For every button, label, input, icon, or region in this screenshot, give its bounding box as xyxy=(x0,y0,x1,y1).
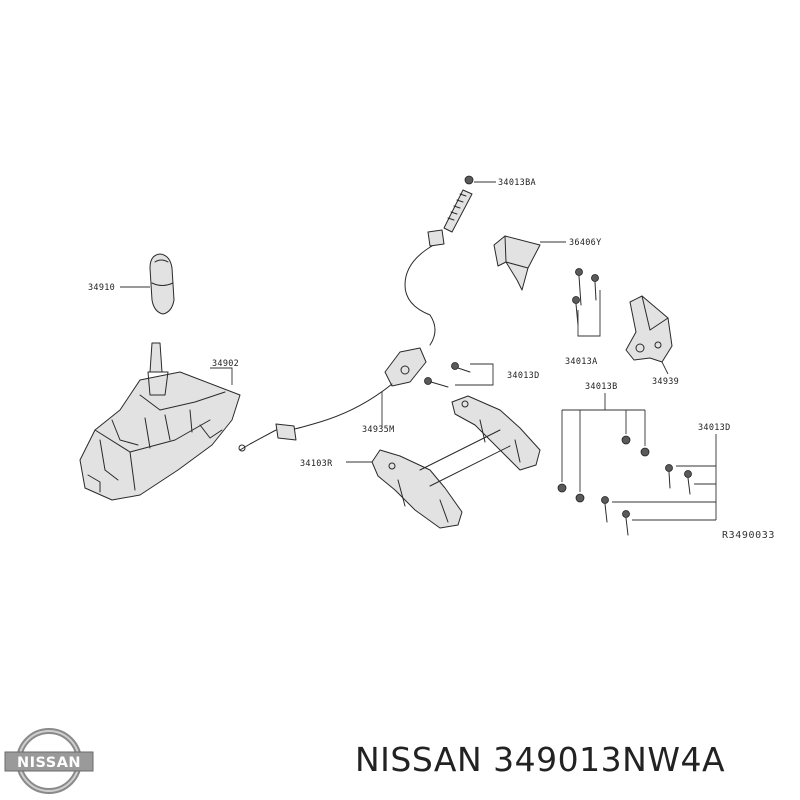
callout-34910: 34910 xyxy=(88,283,115,293)
bolts-34013d xyxy=(601,464,692,536)
callout-34939: 34939 xyxy=(652,377,679,387)
callout-34013D-cable: 34013D xyxy=(507,371,540,381)
shift-knob xyxy=(149,253,175,315)
callout-36406Y: 36406Y xyxy=(569,238,602,248)
control-cable xyxy=(238,175,474,452)
callout-34013BA: 34013BA xyxy=(498,178,536,188)
leader-34013D-bolts xyxy=(612,434,717,521)
bracket-34939 xyxy=(625,295,673,363)
cable-bolts xyxy=(424,362,471,388)
leader-34013A xyxy=(577,290,601,337)
callout-34013D-bolts: 34013D xyxy=(698,423,731,433)
leader-34013B xyxy=(561,393,646,492)
callout-34935M: 34935M xyxy=(362,425,395,435)
callout-34013A: 34013A xyxy=(565,357,598,367)
bracket-36406y xyxy=(493,235,541,291)
logo-text: NISSAN xyxy=(17,755,81,771)
leader-34902 xyxy=(210,367,233,385)
callout-34103R: 34103R xyxy=(300,459,333,469)
part-number-title: NISSAN 349013NW4A xyxy=(355,740,726,779)
callout-34902: 34902 xyxy=(212,359,239,369)
leader-34939 xyxy=(661,361,669,375)
nissan-logo: NISSAN xyxy=(4,728,94,794)
reference-code: R3490033 xyxy=(722,530,775,541)
shifter-bracket xyxy=(371,395,541,529)
shifter-assembly xyxy=(79,342,241,501)
leader-34013D-cable xyxy=(455,363,494,386)
callout-34013B: 34013B xyxy=(585,382,618,392)
bolts-34013a xyxy=(572,268,599,326)
nuts-34013b xyxy=(557,435,650,503)
